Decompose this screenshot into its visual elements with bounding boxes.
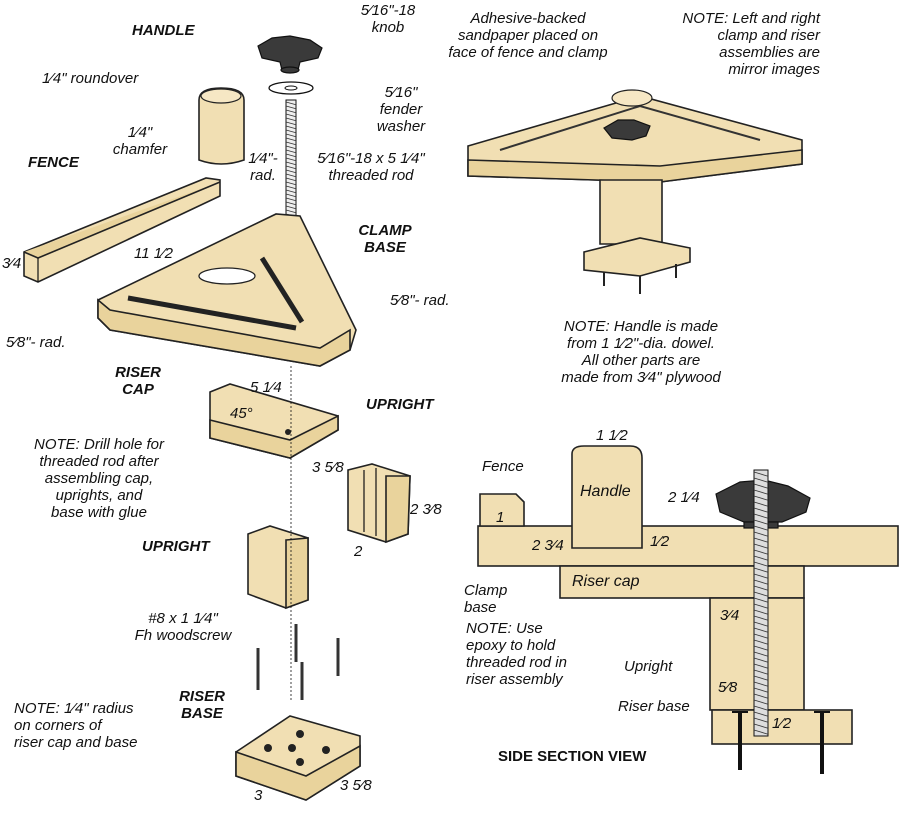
- sec-dim-handle-width: 1 1⁄2: [596, 427, 628, 444]
- sec-dim-five-eighths: 5⁄8: [718, 679, 738, 696]
- sec-handle-label: Handle: [580, 483, 631, 500]
- rad-58-left-label: 5⁄8"- rad.: [6, 334, 66, 351]
- upright-left-part: [247, 525, 309, 610]
- dim-base-width: 3: [254, 787, 263, 804]
- note-drill: NOTE: Drill hole for threaded rod after …: [33, 436, 165, 521]
- upright-left-label: UPRIGHT: [142, 538, 210, 555]
- clamp-base-label: CLAMP BASE: [358, 222, 412, 256]
- screw-label: #8 x 1 1⁄4" Fh woodscrew: [134, 610, 232, 644]
- sec-dim-fence: 1: [496, 509, 504, 526]
- dim-base-depth: 3 5⁄8: [340, 777, 372, 794]
- sec-dim-offset: 2 3⁄4: [531, 537, 564, 554]
- rod-label: 5⁄16"-18 x 5 1⁄4" threaded rod: [317, 150, 425, 184]
- sec-upright-label: Upright: [624, 658, 673, 675]
- quarter-rad-label: 1⁄4"- rad.: [248, 150, 278, 184]
- sec-dim-three-quarter: 3⁄4: [720, 607, 739, 624]
- fence-label: FENCE: [28, 154, 79, 171]
- knob: [257, 35, 323, 74]
- dim-cap-width: 5 1⁄4: [250, 379, 282, 396]
- sandpaper-label: Adhesive-backed sandpaper placed on face…: [448, 10, 608, 61]
- dim-upright-height: 2 3⁄8: [409, 501, 442, 518]
- riser-cap-part: [209, 383, 339, 459]
- rad-58-right-label: 5⁄8"- rad.: [390, 292, 450, 309]
- knob-label: 5⁄16"-18 knob: [360, 2, 416, 36]
- assembled-clamp: [467, 89, 803, 294]
- sec-dim-handle-height: 2 1⁄4: [667, 489, 700, 506]
- woodscrews: [256, 624, 340, 700]
- dim-angle: 45°: [230, 405, 253, 422]
- dim-cap-depth: 3 5⁄8: [312, 459, 344, 476]
- note-epoxy: NOTE: Use epoxy to hold threaded rod in …: [466, 620, 567, 688]
- handle-dowel: [198, 87, 245, 165]
- dim-fence-height: 3⁄4: [2, 255, 21, 272]
- sec-dim-half-top: 1⁄2: [650, 533, 670, 550]
- dim-upright-width: 2: [353, 543, 363, 560]
- sec-fence-label: Fence: [482, 458, 524, 475]
- sec-riser-base-label: Riser base: [618, 698, 690, 715]
- handle-label: HANDLE: [132, 22, 195, 39]
- note-radius: NOTE: 1⁄4" radius on corners of riser ca…: [14, 700, 138, 751]
- side-section-title: SIDE SECTION VIEW: [498, 748, 647, 765]
- side-section-view: [477, 445, 899, 774]
- sec-dim-half-bottom: 1⁄2: [772, 715, 792, 732]
- sec-riser-cap-label: Riser cap: [572, 573, 640, 590]
- sec-clamp-base-label: Clamp base: [464, 582, 508, 616]
- riser-base-label: RISER BASE: [179, 688, 225, 722]
- washer-label: 5⁄16" fender washer: [376, 84, 426, 135]
- riser-cap-label: RISER CAP: [115, 364, 161, 398]
- note-handle: NOTE: Handle is made from 1 1⁄2"-dia. do…: [561, 318, 721, 386]
- chamfer-label: 1⁄4" chamfer: [112, 124, 168, 158]
- note-mirror: NOTE: Left and right clamp and riser ass…: [682, 10, 820, 78]
- upright-right-part: [347, 463, 411, 544]
- fence-part: [23, 177, 221, 283]
- dim-fence-length: 11 1⁄2: [134, 245, 174, 262]
- clamp-base-part: [97, 213, 357, 367]
- upright-top-label: UPRIGHT: [366, 396, 434, 413]
- riser-base-part: [235, 715, 361, 801]
- roundover-label: 1⁄4" roundover: [42, 70, 139, 87]
